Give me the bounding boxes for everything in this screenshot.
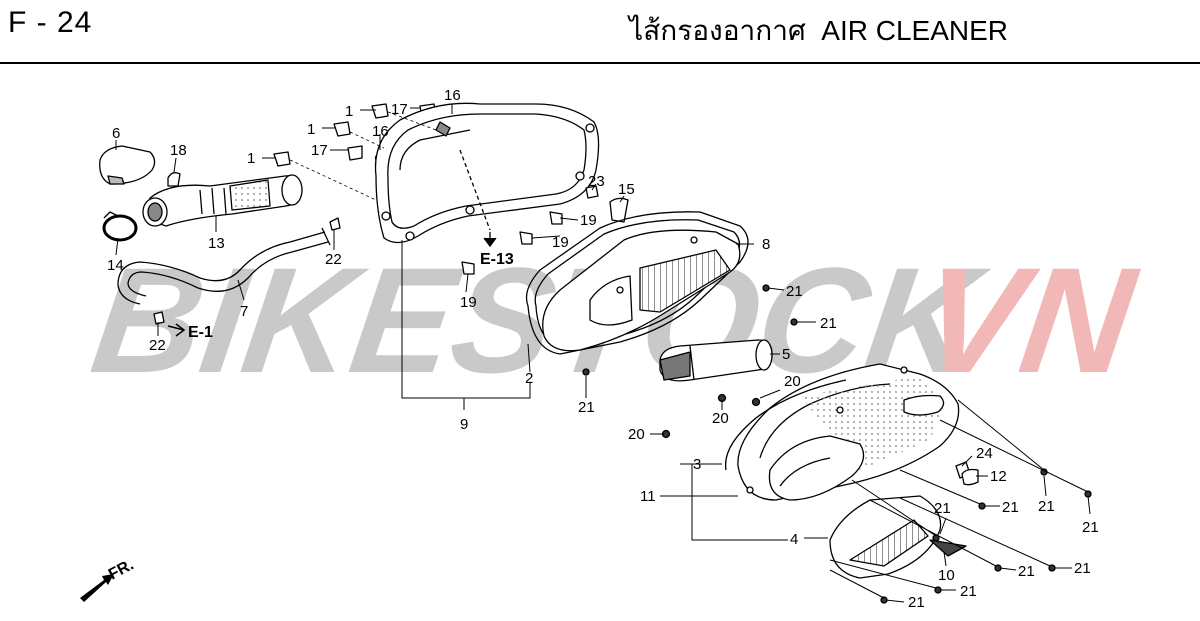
callout-20: 20 [628,426,645,443]
callout-10: 10 [938,567,955,584]
part-14-hose-clamp [102,211,138,242]
part-22-clip-upper [329,217,341,231]
callout-21: 21 [1082,519,1099,536]
callout-21: 21 [820,315,837,332]
callout-9: 9 [460,416,468,433]
callout-21: 21 [786,283,803,300]
callout-12: 12 [990,468,1007,485]
page-code: F - 24 [8,6,93,39]
front-direction-indicator: FR. [80,556,137,602]
part-13-intake-duct [142,174,303,227]
part-22-clip-lower [153,311,165,325]
callout-14: 14 [107,257,124,274]
callout-1: 1 [345,103,353,120]
callout-20: 20 [712,410,729,427]
callout-7: 7 [240,303,248,320]
callout-21: 21 [1002,499,1019,516]
front-arrow-icon [80,574,114,602]
callout-21: 21 [1018,563,1035,580]
callout-18: 18 [170,142,187,159]
callout-15: 15 [618,181,635,198]
callout-19: 19 [580,212,597,229]
part-12-plug [961,468,979,486]
callout-5: 5 [782,346,790,363]
e1-arrow-icon [167,323,186,337]
part-20-screws [661,393,761,439]
callout-21: 21 [578,399,595,416]
callout-19: 19 [460,294,477,311]
part-1-bolts [273,103,389,167]
callout-4: 4 [790,531,798,548]
callout-22: 22 [325,251,342,268]
callout-21: 21 [908,594,925,611]
watermark: BIKESTOCK VN [83,237,1146,404]
ref-e1[interactable]: E-1 [188,324,213,341]
header-divider [0,62,1200,64]
callout-13: 13 [208,235,225,252]
part-10-lower-panel [829,495,967,579]
callout-23: 23 [588,173,605,190]
callout-1: 1 [307,121,315,138]
callout-21: 21 [1074,560,1091,577]
callout-16: 16 [444,87,461,104]
callout-21: 21 [1038,498,1055,515]
cross-references: E-13 E-1 [167,232,514,341]
callout-19: 19 [552,234,569,251]
part-19-bolts [461,211,563,275]
part-4-duct-cover [768,435,865,501]
part-5-connecting-tube [659,339,773,382]
part-18-clip [167,172,181,187]
callout-24: 24 [976,445,993,462]
part-7-drain-tube [117,227,331,305]
callout-21: 21 [960,583,977,600]
part-8-filter-element [542,229,741,352]
callout-11: 11 [640,488,656,505]
e13-arrow-icon [483,232,497,248]
part-9-air-cleaner-case [374,102,600,244]
callout-3: 3 [693,456,701,473]
ref-e13[interactable]: E-13 [480,251,514,268]
callout-17: 17 [311,142,328,159]
callout-1: 1 [247,150,255,167]
leader-lines [115,104,1091,603]
callout-6: 6 [112,125,120,142]
callout-20: 20 [784,373,801,390]
part-21-screws [582,284,1092,604]
callout-21: 21 [934,500,951,517]
part-11-cover-seal [724,379,847,471]
callout-8: 8 [762,236,770,253]
callout-22: 22 [149,337,166,354]
part-6-intake-cover [99,145,156,185]
callout-17: 17 [391,101,408,118]
page-title: ไส้กรองอากาศ AIR CLEANER [629,15,1008,46]
part-23-bolt [585,185,599,199]
watermark-text-accent: VN [911,237,1146,404]
callout-2: 2 [525,370,533,387]
dashed-lines [289,111,437,201]
callout-16: 16 [372,123,389,140]
part-callouts: 1 1 1 2 3 4 5 6 7 8 9 10 11 12 13 14 15 … [107,87,1099,611]
